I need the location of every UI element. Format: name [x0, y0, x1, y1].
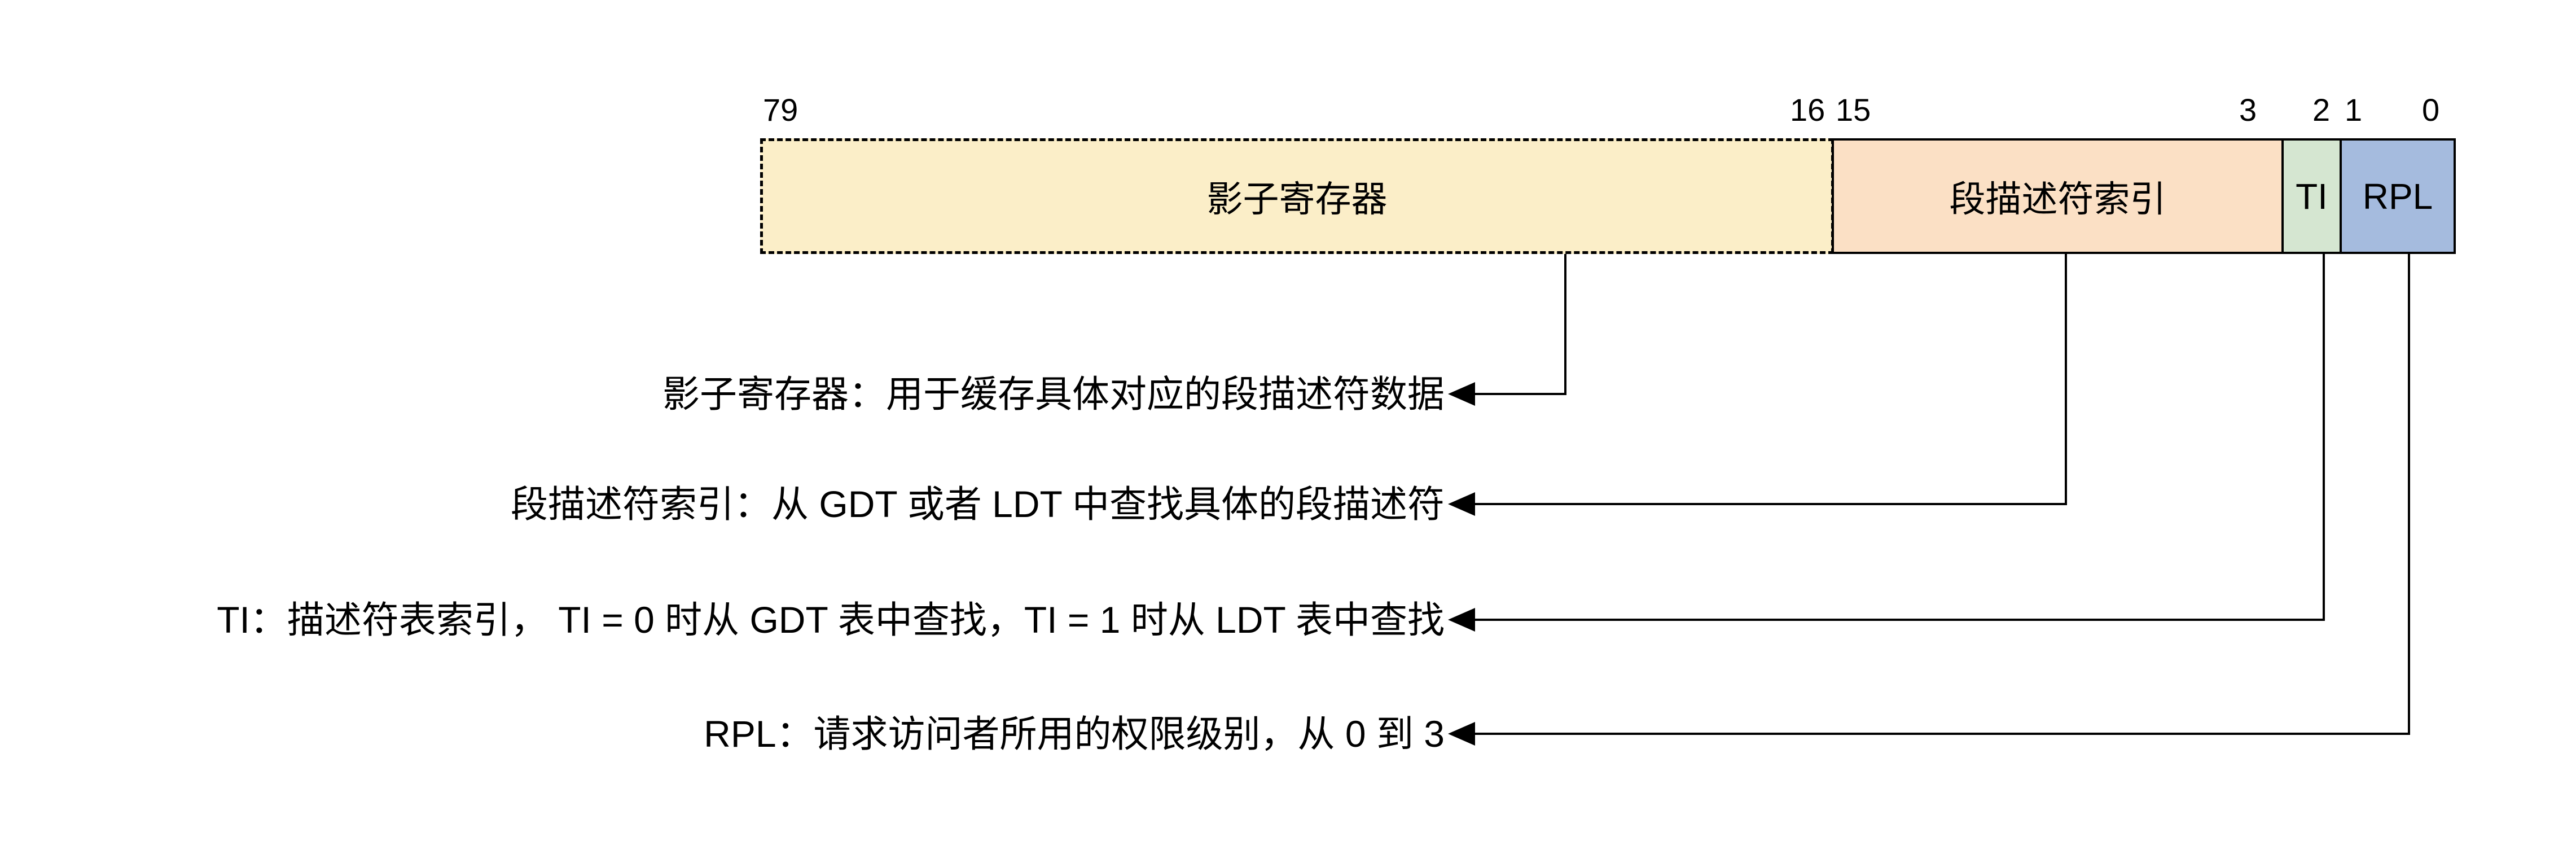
- bit-label-0: 0: [2422, 92, 2440, 128]
- field-ti: TI: [2281, 138, 2342, 254]
- arrowhead-shadow-icon: [1448, 382, 1475, 406]
- field-shadow-register: 影子寄存器: [760, 138, 1834, 254]
- connector-line-index-vertical: [2065, 254, 2067, 504]
- bit-label-1: 1: [2345, 92, 2363, 128]
- field-descriptor-index-label: 段描述符索引: [1949, 178, 2166, 220]
- annotation-shadow-register: 影子寄存器：用于缓存具体对应的段描述符数据: [662, 373, 1445, 415]
- bit-label-16: 16: [1790, 92, 1825, 128]
- connector-line-ti-vertical: [2323, 254, 2325, 620]
- connector-line-shadow-vertical: [1564, 254, 1566, 394]
- connector-line-ti-horizontal: [1474, 619, 2325, 621]
- field-rpl: RPL: [2340, 138, 2456, 254]
- bit-label-2: 2: [2312, 92, 2331, 128]
- connector-line-rpl-vertical: [2408, 254, 2410, 734]
- connector-line-rpl-horizontal: [1474, 733, 2410, 735]
- field-descriptor-index: 段描述符索引: [1832, 138, 2284, 254]
- arrowhead-ti-icon: [1448, 608, 1475, 632]
- annotation-rpl: RPL：请求访问者所用的权限级别，从 0 到 3: [704, 713, 1445, 755]
- connector-line-index-horizontal: [1474, 503, 2067, 505]
- connector-line-shadow-horizontal: [1474, 393, 1566, 395]
- field-shadow-register-label: 影子寄存器: [1206, 178, 1388, 220]
- field-ti-label: TI: [2296, 176, 2328, 217]
- arrowhead-rpl-icon: [1448, 722, 1475, 746]
- annotation-ti: TI：描述符表索引， TI = 0 时从 GDT 表中查找，TI = 1 时从 …: [217, 599, 1445, 641]
- bit-label-3: 3: [2239, 92, 2257, 128]
- arrowhead-index-icon: [1448, 492, 1475, 516]
- field-rpl-label: RPL: [2362, 176, 2433, 217]
- annotation-descriptor-index: 段描述符索引：从 GDT 或者 LDT 中查找具体的段描述符: [511, 483, 1445, 525]
- bit-label-15: 15: [1836, 92, 1871, 128]
- bit-label-79: 79: [763, 92, 798, 128]
